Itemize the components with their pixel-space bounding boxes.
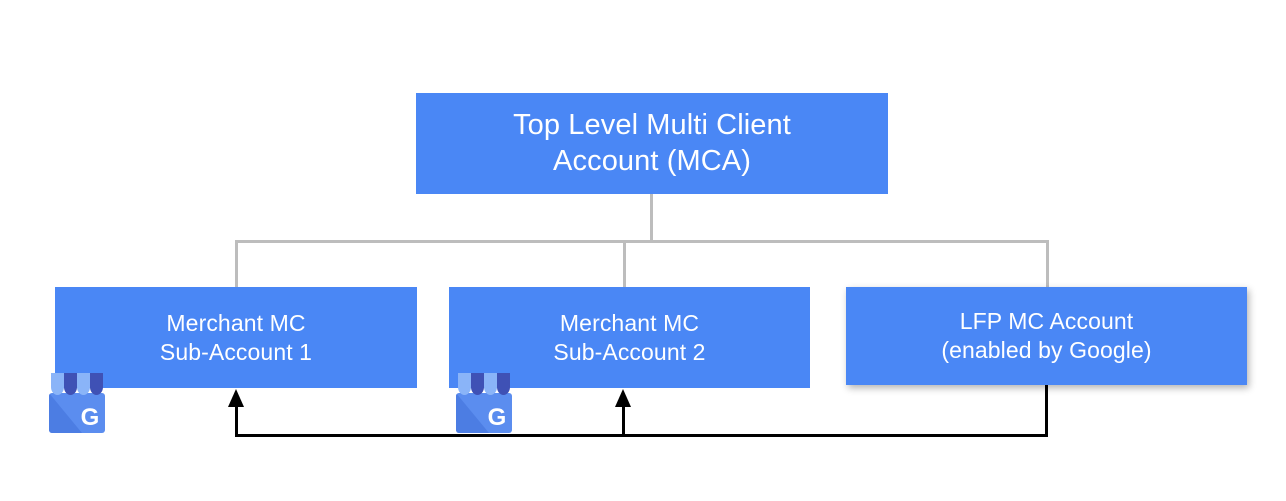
flow-riser-from-lfp [1045, 385, 1048, 437]
flow-riser-to-sub-account-2 [622, 404, 625, 437]
google-my-business-icon: G [49, 373, 105, 433]
arrowhead-icon-sub-account-2 [615, 389, 631, 407]
node-merchant-sub-account-2-line-2: Sub-Account 2 [553, 338, 706, 365]
svg-text:G: G [81, 404, 100, 431]
node-merchant-sub-account-2[interactable]: Merchant MC Sub-Account 2 [449, 287, 810, 388]
connector-drop-sub-account-2 [623, 240, 626, 288]
connector-drop-sub-account-1 [235, 240, 238, 288]
node-top-level-mca-line-2: Account (MCA) [553, 144, 751, 177]
flow-riser-to-sub-account-1 [235, 404, 238, 437]
google-my-business-icon: G [456, 373, 512, 433]
connector-horizontal-bus [235, 240, 1049, 243]
node-top-level-mca[interactable]: Top Level Multi Client Account (MCA) [416, 93, 888, 194]
svg-text:G: G [488, 404, 507, 431]
node-lfp-mc-account-line-1: LFP MC Account [959, 308, 1134, 335]
node-merchant-sub-account-1-line-1: Merchant MC [166, 309, 306, 336]
connector-mca-stem [650, 194, 653, 241]
connector-drop-lfp-account [1046, 240, 1049, 288]
arrowhead-icon-sub-account-1 [228, 389, 244, 407]
node-merchant-sub-account-2-line-1: Merchant MC [559, 309, 700, 336]
node-lfp-mc-account[interactable]: LFP MC Account (enabled by Google) [846, 287, 1247, 385]
node-merchant-sub-account-1[interactable]: Merchant MC Sub-Account 1 [55, 287, 417, 388]
flow-horizontal-bus [235, 434, 1048, 437]
node-top-level-mca-line-1: Top Level Multi Client [513, 108, 791, 141]
node-lfp-mc-account-line-2: (enabled by Google) [941, 337, 1152, 363]
node-merchant-sub-account-1-line-2: Sub-Account 1 [159, 338, 313, 365]
